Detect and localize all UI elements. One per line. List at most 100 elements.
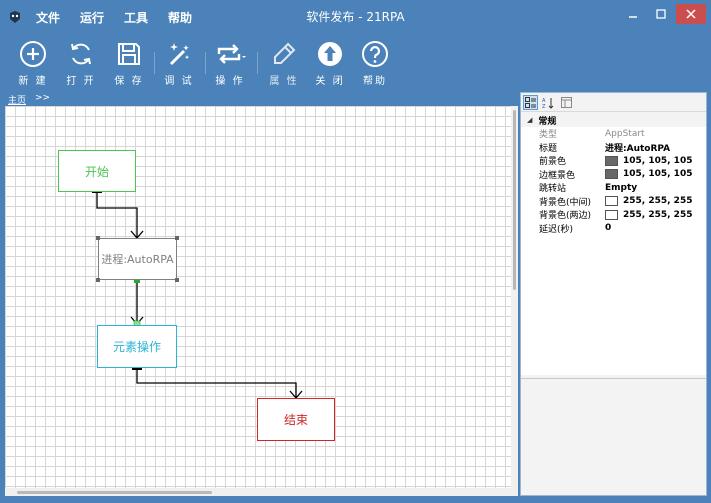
property-value[interactable]: 进程:AutoRPA	[605, 141, 706, 154]
property-category[interactable]: ◢ 常规	[521, 113, 706, 127]
property-value-text: 255, 255, 255	[623, 209, 693, 220]
breadcrumb-next[interactable]: >>	[35, 93, 51, 103]
svg-text:Z: Z	[542, 104, 546, 109]
property-name: 背景色(两边)	[539, 211, 592, 222]
title-bar: 文件 运行 工具 帮助 软件发布 - 21RPA	[0, 0, 711, 34]
vertical-scrollbar[interactable]	[511, 106, 518, 488]
breadcrumb: 主页 >>	[0, 92, 518, 106]
save-button[interactable]: 保 存	[107, 40, 151, 92]
property-value[interactable]: 255, 255, 255	[605, 196, 706, 207]
property-name: 类型	[539, 130, 558, 141]
property-value-text: 0	[605, 223, 612, 234]
operate-label: 操 作	[215, 76, 245, 87]
connector-port	[134, 277, 140, 283]
property-name: 跳转站	[539, 184, 567, 195]
property-row[interactable]: 背景色(两边) 255, 255, 255	[521, 208, 706, 222]
close-icon	[686, 9, 696, 19]
property-row[interactable]: 边框景色 105, 105, 105	[521, 168, 706, 182]
property-name: 背景色(中间)	[539, 197, 592, 208]
collapse-arrow-icon[interactable]: ◢	[527, 116, 533, 124]
properties-button[interactable]: 属 性	[262, 40, 306, 92]
property-value-text: 进程:AutoRPA	[605, 143, 671, 154]
property-name: 边框景色	[539, 170, 576, 181]
help-label: 帮助	[363, 76, 387, 87]
menu-tools[interactable]: 工具	[124, 11, 149, 25]
property-value[interactable]: 0	[605, 223, 706, 233]
help-icon	[362, 41, 388, 67]
flow-node-process[interactable]: 进程:AutoRPA	[98, 238, 177, 280]
selection-handle[interactable]	[96, 278, 100, 282]
help-button[interactable]: 帮助	[353, 40, 397, 92]
pencil-icon	[274, 42, 296, 64]
close-window-button[interactable]	[676, 4, 706, 24]
new-button[interactable]: 新 建	[11, 40, 55, 92]
properties-label: 属 性	[269, 76, 299, 87]
open-label: 打 开	[66, 76, 96, 87]
toolbar-separator	[154, 52, 155, 74]
maximize-icon	[656, 9, 666, 19]
vertical-scroll-thumb[interactable]	[513, 110, 516, 290]
close-label: 关 闭	[315, 76, 345, 87]
save-label: 保 存	[114, 76, 144, 87]
flow-connectors	[92, 191, 303, 399]
toolbar: 新 建 打 开 保 存 调 试 操 作 属 性 关 闭 帮助	[0, 34, 711, 92]
menu-help[interactable]: 帮助	[168, 11, 193, 25]
property-value[interactable]: 105, 105, 105	[605, 169, 706, 180]
save-icon	[118, 43, 140, 65]
property-grid: ◢ 常规 类型 AppStart 标题 进程:AutoRPA 前景色 105, 105, …	[521, 113, 706, 375]
debug-button[interactable]: 调 试	[157, 40, 201, 92]
property-row[interactable]: 跳转站 Empty	[521, 181, 706, 195]
property-value[interactable]: AppStart	[605, 129, 706, 139]
maximize-button[interactable]	[648, 4, 674, 24]
property-row[interactable]: 类型 AppStart	[521, 127, 706, 141]
horizontal-scroll-thumb[interactable]	[17, 491, 212, 494]
property-value-text: 105, 105, 105	[623, 169, 693, 180]
refresh-icon	[71, 43, 91, 65]
connector-line	[96, 193, 138, 237]
sort-az-icon: AZ	[542, 97, 553, 109]
property-row[interactable]: 背景色(中间) 255, 255, 255	[521, 195, 706, 209]
flow-canvas[interactable]: 开始 进程:AutoRPA 元素操作 结束	[5, 106, 511, 488]
menu-run[interactable]: 运行	[80, 11, 105, 25]
operate-button[interactable]: 操 作	[208, 40, 252, 92]
toolbar-separator	[257, 52, 258, 74]
property-pages-icon	[561, 97, 572, 108]
property-value[interactable]: Empty	[605, 183, 706, 193]
selection-handle[interactable]	[175, 236, 179, 240]
property-row[interactable]: 标题 进程:AutoRPA	[521, 141, 706, 155]
flow-node-element-operation[interactable]: 元素操作	[97, 325, 177, 368]
property-description-area	[521, 378, 706, 495]
property-value[interactable]: 255, 255, 255	[605, 209, 706, 220]
new-label: 新 建	[18, 76, 48, 87]
repeat-icon	[217, 44, 246, 64]
color-swatch	[605, 169, 618, 180]
minimize-icon	[629, 16, 637, 18]
flow-canvas-area: 开始 进程:AutoRPA 元素操作 结束	[5, 106, 518, 496]
selection-handle[interactable]	[96, 236, 100, 240]
property-pages-button[interactable]	[559, 95, 574, 110]
selection-handle[interactable]	[175, 278, 179, 282]
property-name: 前景色	[539, 157, 567, 168]
property-value[interactable]: 105, 105, 105	[605, 155, 706, 166]
color-swatch	[605, 196, 618, 207]
close-button[interactable]: 关 闭	[308, 40, 352, 92]
property-row[interactable]: 前景色 105, 105, 105	[521, 154, 706, 168]
property-name: 延迟(秒)	[539, 224, 574, 235]
svg-text:A: A	[542, 98, 546, 104]
horizontal-scrollbar[interactable]	[5, 488, 518, 496]
property-row[interactable]: 延迟(秒) 0	[521, 222, 706, 236]
categorized-icon	[525, 97, 536, 108]
menu-file[interactable]: 文件	[36, 11, 61, 25]
minimize-button[interactable]	[620, 4, 646, 24]
debug-label: 调 试	[164, 76, 194, 87]
property-name: 标题	[539, 143, 558, 154]
categorized-view-button[interactable]	[523, 95, 538, 110]
flow-node-start[interactable]: 开始	[58, 150, 136, 192]
open-button[interactable]: 打 开	[59, 40, 103, 92]
breadcrumb-home-link[interactable]: 主页	[8, 96, 27, 106]
app-logo-icon	[8, 9, 22, 23]
flow-node-end[interactable]: 结束	[257, 398, 335, 441]
